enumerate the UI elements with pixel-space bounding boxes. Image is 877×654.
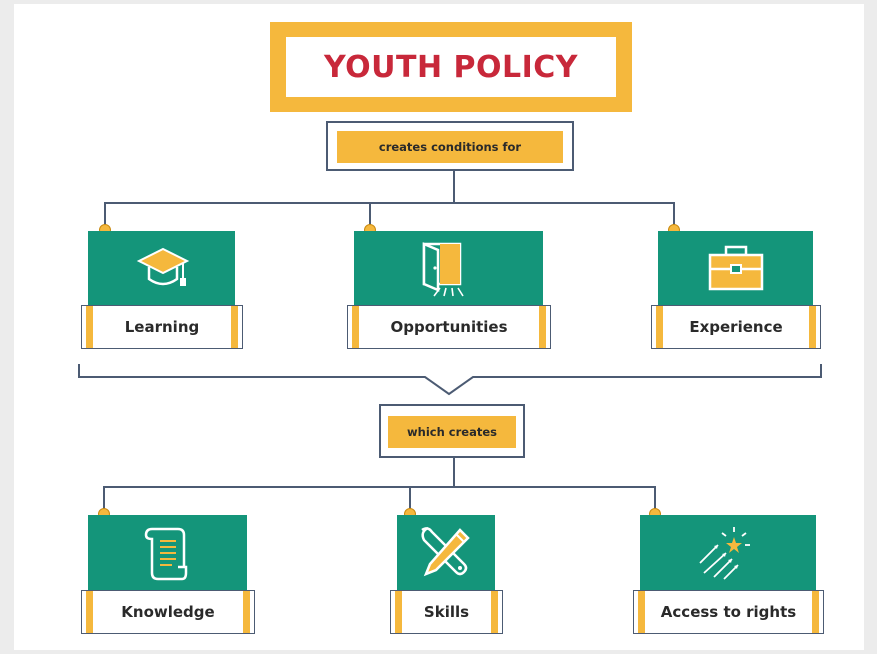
connector-line [103,486,105,512]
page-title: YOUTH POLICY [286,37,616,97]
connector-label-top: creates conditions for [337,131,563,163]
card-opportunities-label: Opportunities [347,305,551,349]
connector-line [654,486,656,512]
connector-line [409,486,411,512]
scroll-icon [144,527,188,581]
bracket-line [820,364,822,378]
open-door-icon [422,242,464,297]
card-skills-label: Skills [390,590,503,634]
card-experience-label: Experience [651,305,821,349]
card-knowledge-label: Knowledge [81,590,255,634]
card-access-banner [640,515,816,590]
card-access-label: Access to rights [633,590,824,634]
tools-icon [421,526,470,577]
connector-line [103,486,656,488]
graduation-cap-icon [136,247,190,286]
bracket-chevron [79,376,821,396]
connector-line [453,458,455,488]
briefcase-icon [708,245,764,291]
connector-line [453,171,455,204]
connector-label-mid: which creates [388,416,516,448]
connector-line [673,202,675,228]
connector-line [104,202,675,204]
connector-line [104,202,106,228]
title-frame: YOUTH POLICY [270,22,632,112]
connector-line [369,202,371,228]
connector-frame-mid [379,404,525,458]
connector-frame-top [326,121,574,171]
fireworks-icon [699,527,750,580]
card-learning-label: Learning [81,305,243,349]
bracket-line [78,364,80,378]
